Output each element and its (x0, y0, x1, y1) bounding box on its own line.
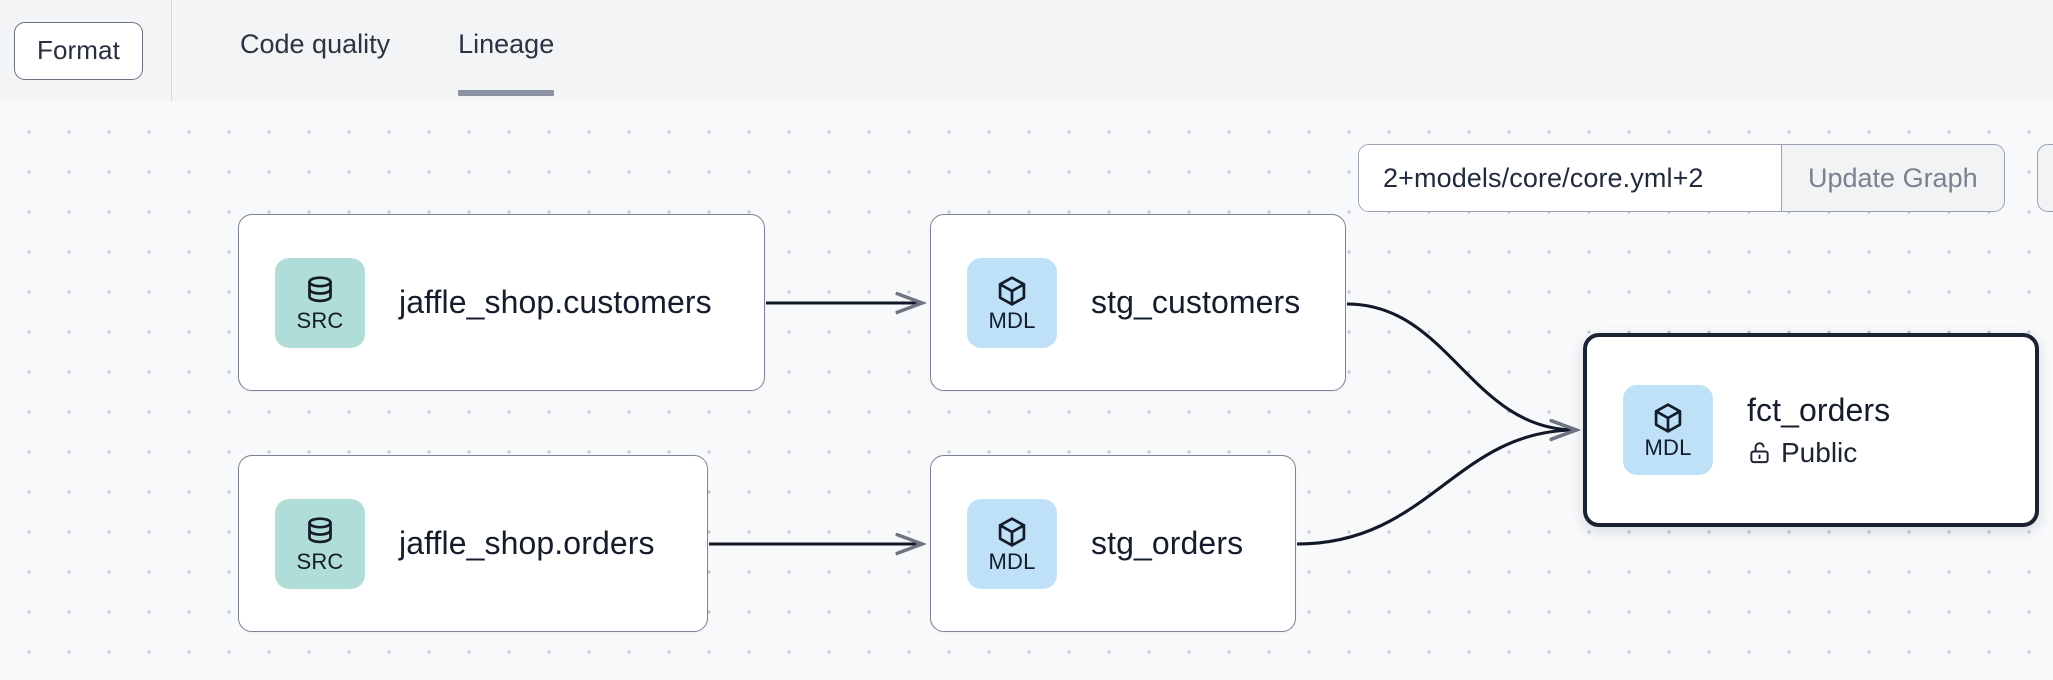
editor-toolbar: Format Code quality Lineage (0, 0, 2053, 101)
node-badge-mdl-label: MDL (1644, 435, 1692, 460)
node-title: jaffle_shop.customers (399, 284, 712, 320)
lineage-node-stg-customers[interactable]: MDL stg_customers (930, 214, 1346, 391)
tab-lineage[interactable]: Lineage (458, 28, 555, 96)
graph-controls: Update Graph (1358, 144, 2005, 212)
node-access-row: Public (1747, 436, 1890, 469)
unlock-icon (1750, 442, 1769, 464)
node-badge-src: SRC (275, 498, 365, 589)
cube-icon (998, 275, 1026, 306)
tab-lineage-label: Lineage (458, 29, 555, 59)
lineage-node-fct-orders[interactable]: MDL fct_orders Public (1583, 333, 2039, 527)
toolbar-left-group: Format (0, 0, 172, 101)
node-body: fct_orders Public (1747, 391, 1890, 469)
node-title: jaffle_shop.orders (399, 525, 655, 561)
update-graph-button[interactable]: Update Graph (1781, 145, 2004, 211)
node-body: stg_customers (1091, 283, 1300, 322)
tab-lineage-underline (458, 90, 555, 96)
tab-bar: Code quality Lineage (172, 0, 2053, 101)
lineage-node-src-customers[interactable]: SRC jaffle_shop.customers (238, 214, 765, 391)
node-badge-src: SRC (275, 257, 365, 348)
node-badge-src-label: SRC (296, 548, 344, 574)
format-button[interactable]: Format (14, 21, 143, 80)
node-badge-mdl: MDL (967, 498, 1057, 589)
lineage-node-stg-orders[interactable]: MDL stg_orders (930, 455, 1296, 632)
database-icon (308, 516, 332, 543)
lineage-node-src-orders[interactable]: SRC jaffle_shop.orders (238, 455, 708, 632)
tab-code-quality[interactable]: Code quality (240, 28, 390, 96)
selector-input[interactable] (1359, 145, 1781, 211)
lineage-canvas[interactable]: SRC jaffle_shop.customers SRC jaffle_sho… (0, 101, 2053, 680)
node-body: stg_orders (1091, 524, 1243, 563)
tab-code-quality-underline (240, 90, 390, 96)
node-title: stg_customers (1091, 284, 1301, 320)
cube-icon (1654, 403, 1682, 433)
node-badge-mdl: MDL (1623, 385, 1713, 475)
node-title: stg_orders (1091, 525, 1244, 561)
node-badge-mdl-label: MDL (988, 548, 1036, 574)
graph-overflow-button[interactable] (2037, 144, 2053, 212)
node-access-label: Public (1781, 437, 1858, 468)
node-badge-mdl-label: MDL (988, 307, 1036, 333)
cube-icon (998, 516, 1026, 547)
edge-stg-customers-to-fct-orders (1346, 302, 1576, 430)
node-body: jaffle_shop.customers (399, 283, 712, 322)
edge-stg-orders-to-fct-orders (1296, 430, 1576, 546)
node-badge-src-label: SRC (296, 307, 344, 333)
node-body: jaffle_shop.orders (399, 524, 655, 563)
tab-code-quality-label: Code quality (240, 29, 391, 59)
node-badge-mdl: MDL (967, 257, 1057, 348)
database-icon (308, 275, 332, 302)
node-title: fct_orders (1747, 392, 1891, 428)
